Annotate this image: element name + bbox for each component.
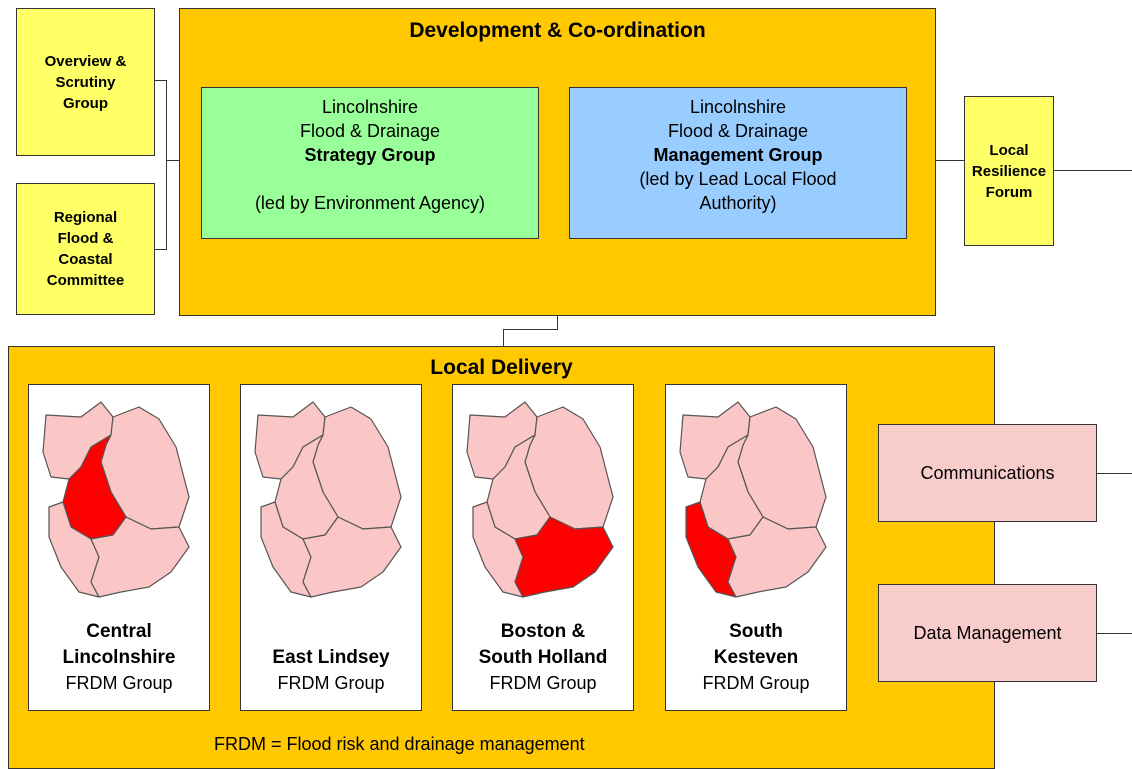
overview-scrutiny-box: Overview & Scrutiny Group <box>16 8 155 156</box>
strategy-lead: (led by Environment Agency) <box>254 193 486 213</box>
communications-box: Communications <box>878 424 1097 522</box>
central-lincolnshire-sub: FRDM Group <box>65 673 173 693</box>
boston-south-holland-card: Boston & South Holland FRDM Group <box>452 384 634 711</box>
boston-south-holland-map <box>466 401 614 598</box>
map-region-southeast <box>302 516 402 598</box>
management-line1: Lincolnshire <box>689 97 787 117</box>
map-region-southeast <box>514 516 614 598</box>
east-lindsey-name: East Lindsey <box>272 647 390 668</box>
management-group-box: Lincolnshire Flood & Drainage Management… <box>569 87 907 239</box>
communications-label: Communications <box>920 462 1055 483</box>
south-kesteven-card: South Kesteven FRDM Group <box>665 384 847 711</box>
regional-flood-committee-label: Regional Flood & Coastal Committee <box>46 209 125 289</box>
east-lindsey-map <box>254 401 402 598</box>
strategy-line1: Lincolnshire <box>321 97 419 117</box>
data-management-label: Data Management <box>913 622 1062 643</box>
east-lindsey-sub: FRDM Group <box>277 673 385 693</box>
connector-line <box>1097 473 1132 474</box>
connector-line <box>935 160 965 161</box>
connector-line <box>557 315 558 330</box>
management-line2: Flood & Drainage <box>667 121 809 141</box>
regional-flood-committee-box: Regional Flood & Coastal Committee <box>16 183 155 315</box>
central-lincolnshire-card: Central Lincolnshire FRDM Group <box>28 384 210 711</box>
connector-line <box>155 249 167 250</box>
boston-south-holland-sub: FRDM Group <box>489 673 597 693</box>
central-lincolnshire-map <box>42 401 190 598</box>
connector-line <box>155 80 167 81</box>
data-management-box: Data Management <box>878 584 1097 682</box>
central-lincolnshire-name: Central Lincolnshire <box>62 621 176 668</box>
connector-line <box>503 329 504 347</box>
east-lindsey-card: East Lindsey FRDM Group <box>240 384 422 711</box>
frdm-footnote: FRDM = Flood risk and drainage managemen… <box>214 734 585 754</box>
connector-line <box>1097 633 1132 634</box>
south-kesteven-name: South Kesteven <box>713 621 799 668</box>
management-lead-2: Authority) <box>699 193 777 213</box>
boston-south-holland-name: Boston & South Holland <box>478 621 608 668</box>
strategy-group-box: Lincolnshire Flood & Drainage Strategy G… <box>201 87 539 239</box>
connector-line <box>166 80 167 249</box>
connector-line <box>503 329 558 330</box>
local-resilience-forum-label: Local Resilience Forum <box>971 141 1047 201</box>
map-region-southeast <box>727 516 827 598</box>
strategy-group-name: Strategy Group <box>304 145 436 165</box>
south-kesteven-sub: FRDM Group <box>702 673 810 693</box>
coordination-title: Development & Co-ordination <box>409 19 706 42</box>
overview-scrutiny-label: Overview & Scrutiny Group <box>44 52 127 112</box>
connector-line <box>1053 170 1132 171</box>
south-kesteven-map <box>679 401 827 598</box>
local-resilience-forum-box: Local Resilience Forum <box>964 96 1054 246</box>
local-delivery-title: Local Delivery <box>430 356 573 379</box>
coordination-panel: Development & Co-ordination Lincolnshire… <box>179 8 936 316</box>
connector-line <box>166 160 180 161</box>
map-region-southeast <box>90 516 190 598</box>
strategy-line2: Flood & Drainage <box>299 121 441 141</box>
management-group-name: Management Group <box>653 145 823 165</box>
management-lead-1: (led by Lead Local Flood <box>639 169 837 189</box>
